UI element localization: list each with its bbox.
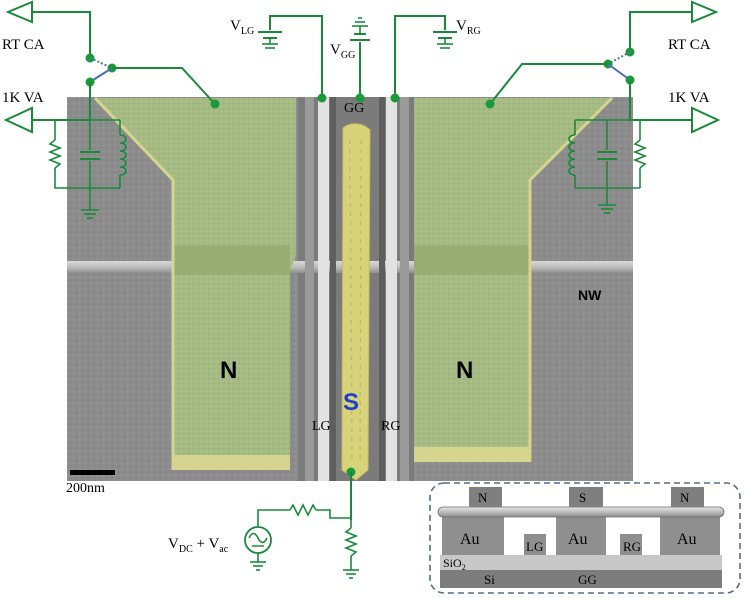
scale-bar [70,470,115,475]
left-gate-strip-outer [305,97,314,481]
xs-label-au-center: Au [568,531,588,548]
label-n-right: N [456,357,473,384]
label-vdc-vac: VDC + Vac [168,536,229,555]
rt-ca-left-amplifier-icon [5,0,33,24]
bias-circuit [244,467,359,579]
au-pillar-right [660,515,720,555]
xs-label-rg: RG [623,539,641,554]
ac-source-icon [244,526,272,554]
label-lg: LG [312,419,331,434]
label-v-rg: VRG [456,18,481,37]
xs-label-n-left: N [478,490,488,505]
contact-s [569,487,603,507]
xs-label-lg: LG [526,539,543,554]
right-measurement-circuit [485,0,721,214]
sio2-layer [440,555,722,570]
label-rg: RG [381,419,400,434]
label-v-lg: VLG [230,18,254,37]
right-gate-strip [386,97,397,481]
xs-label-s: S [579,490,586,505]
label-gg-top: GG [344,101,364,116]
xs-label-au-right: Au [677,531,697,548]
gate-voltage-circuits [258,15,457,103]
xs-label-au-left: Au [460,531,480,548]
label-1k-va-right: 1K VA [668,90,710,106]
au-pillar-left [442,515,504,555]
contact-n-left [469,487,502,507]
sem-image [67,96,633,481]
rg-gate-block [620,534,642,555]
vk-va-right-amplifier-icon [691,106,721,134]
label-rt-ca-right: RT CA [668,37,711,53]
label-s: S [343,389,359,416]
label-1k-va-left: 1K VA [2,90,44,106]
rt-ca-right-amplifier-icon [691,0,719,24]
left-gate-strip [318,97,329,481]
xs-label-sio2: SiO2 [443,556,466,572]
vk-va-left-amplifier-icon [3,106,33,134]
right-normal-electrode [414,98,612,462]
si-layer [440,570,722,588]
xs-label-gg: GG [578,572,597,587]
label-rt-ca-left: RT CA [2,37,45,53]
left-measurement-circuit [3,0,220,219]
lg-gate-block [524,534,546,555]
label-nw: NW [578,287,602,303]
superconducting-lead [341,123,371,481]
cross-section-inset [429,482,741,594]
au-pillar-center [556,515,606,555]
left-normal-electrode [95,98,296,470]
label-n-left: N [220,357,237,384]
nanowire-rod [437,506,725,518]
contact-n-right [671,487,704,507]
xs-label-n-right: N [680,490,690,505]
right-gate-strip-outer [400,97,409,481]
xs-label-si: Si [484,572,495,587]
label-v-gg: VGG [330,42,355,61]
scale-label: 200nm [66,481,105,496]
